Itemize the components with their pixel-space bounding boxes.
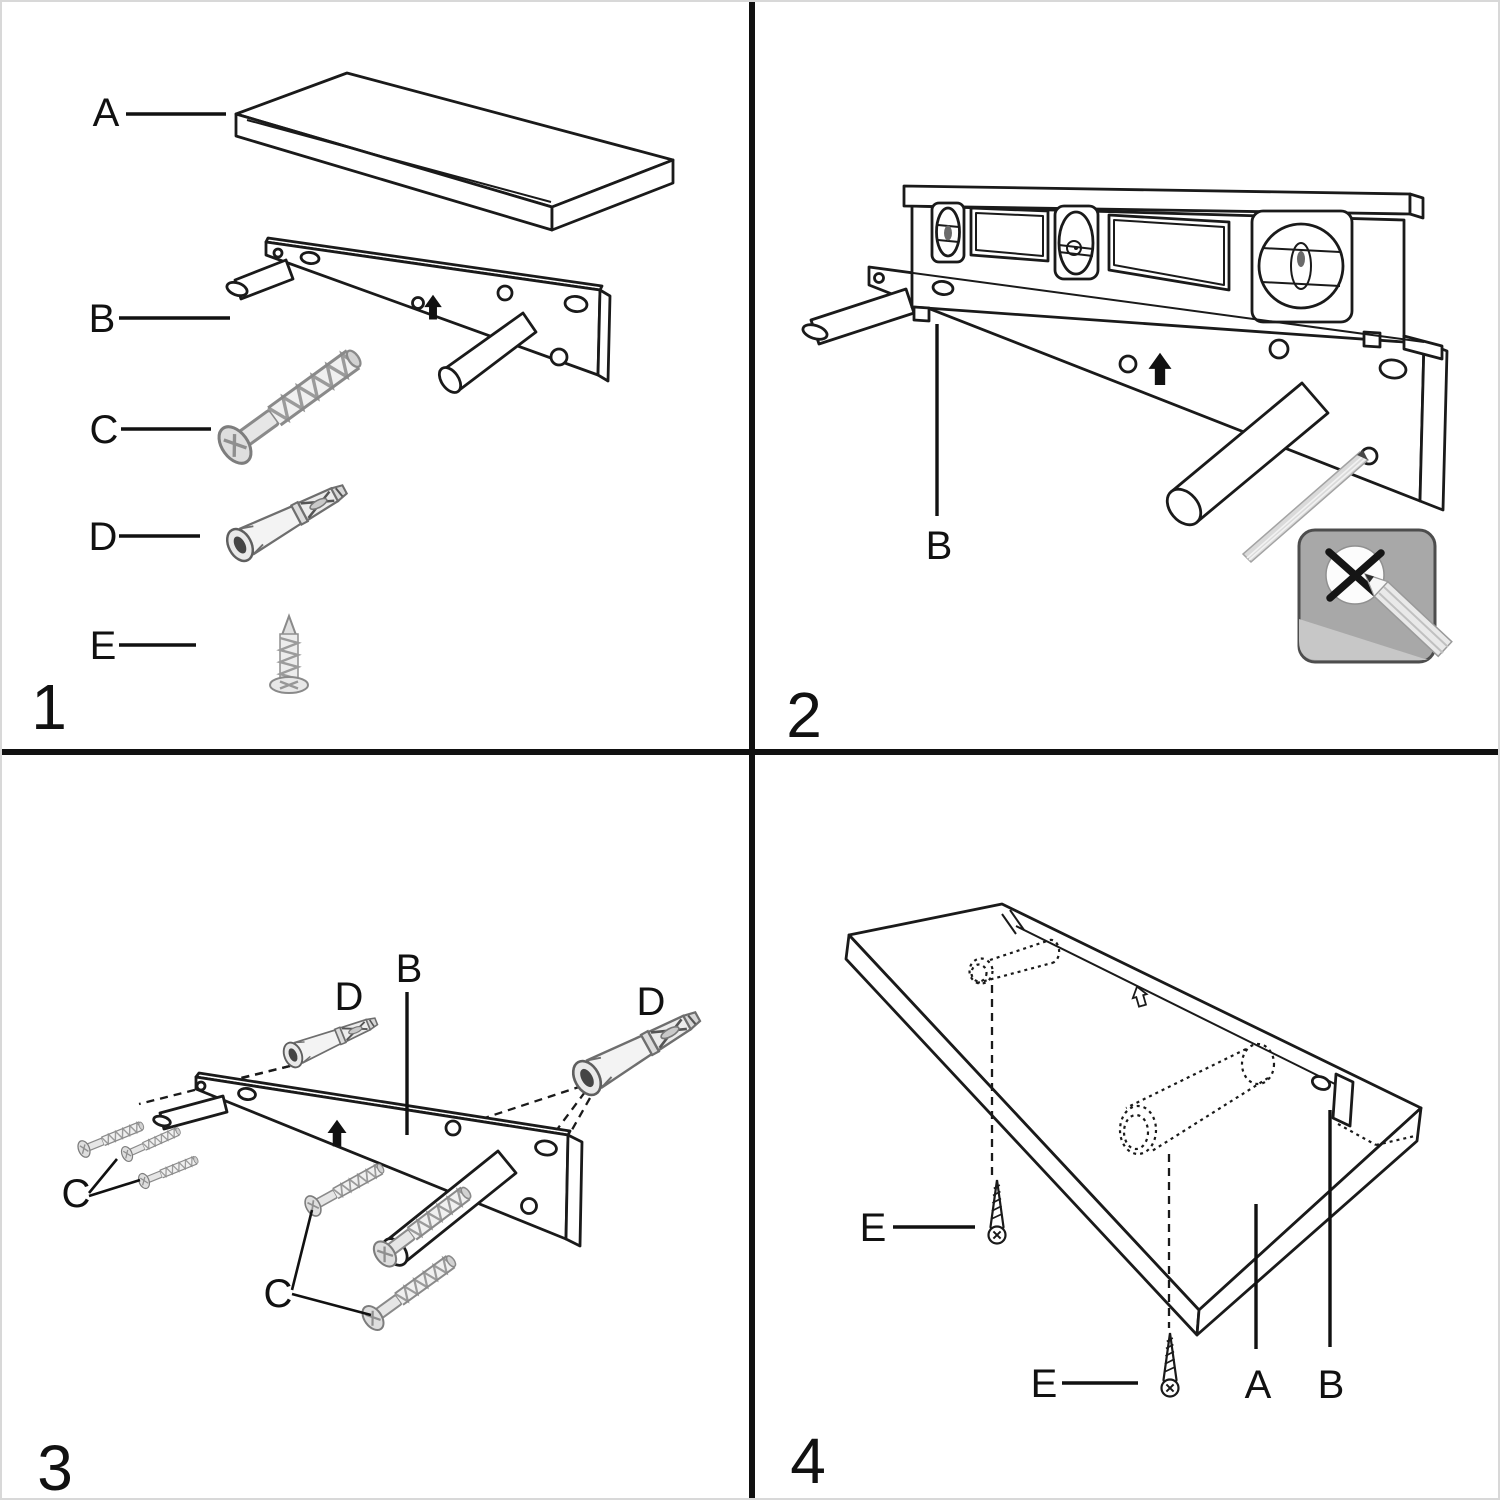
level-window-right <box>1107 213 1231 292</box>
shelf-screw-icon <box>987 1178 1007 1245</box>
bracket-rod-left <box>225 258 295 301</box>
shelf-screw-icon <box>268 614 310 695</box>
pencil-icon <box>1241 450 1370 564</box>
anchor-screw-icon <box>210 337 372 471</box>
part-label: E <box>860 1206 887 1250</box>
step-3-drawing: B D D C C 3 <box>37 947 708 1500</box>
bracket-rod-right <box>1165 381 1330 527</box>
hidden-rod-left-dotted <box>968 938 1061 985</box>
level-vial-right <box>1250 209 1354 324</box>
step-1-drawing: A B C D E 1 <box>31 71 675 743</box>
bracket-rod-left <box>152 1094 229 1131</box>
hidden-rod-right-dotted <box>1118 1042 1276 1156</box>
step-3-panel: B D D C C 3 <box>2 752 752 1500</box>
step-number: 2 <box>786 679 822 751</box>
step-4-drawing: E E A B 4 <box>790 902 1423 1497</box>
part-label: A <box>93 91 120 135</box>
part-callouts: B D D C C <box>62 947 666 1317</box>
level-vial-left <box>930 201 966 264</box>
part-label: D <box>89 515 118 559</box>
spirit-level-illustration <box>902 184 1444 361</box>
inset-pencil-icon <box>1363 573 1453 658</box>
leader-line <box>87 1158 141 1198</box>
part-label: D <box>335 975 364 1019</box>
step-1-panel: A B C D E 1 <box>2 2 752 752</box>
up-arrow-outline-icon <box>1131 985 1149 1008</box>
step-number: 4 <box>790 1425 826 1497</box>
part-callouts: A B C D E <box>89 91 230 668</box>
bracket-rod-left <box>801 287 916 346</box>
anchor-screws-left <box>75 1116 202 1191</box>
part-label: A <box>1245 1363 1272 1407</box>
leader-line <box>290 1209 372 1317</box>
part-label: B <box>396 947 423 991</box>
part-label: E <box>1031 1362 1058 1406</box>
part-label: D <box>637 980 666 1024</box>
mark-wall-inset <box>1297 528 1453 664</box>
bracket-front-details <box>868 266 1425 466</box>
level-vial-center <box>1053 204 1100 281</box>
part-label: C <box>264 1272 293 1316</box>
bracket-holes <box>195 1080 558 1215</box>
part-callouts: E E A B <box>860 1110 1345 1407</box>
part-label: B <box>1318 1363 1345 1407</box>
shelf-screw-icon <box>1160 1331 1180 1398</box>
part-label: C <box>62 1172 91 1216</box>
shelf-board-illustration <box>234 71 675 232</box>
wall-anchor-icon <box>220 473 354 567</box>
part-label: C <box>90 408 119 452</box>
wall-bracket-illustration <box>225 236 612 394</box>
step-2-drawing: B 2 <box>786 184 1453 751</box>
bracket-end-in-channel <box>1310 1072 1355 1128</box>
level-window-left <box>969 206 1050 263</box>
step-number: 3 <box>37 1432 73 1500</box>
step-4-panel: E E A B 4 <box>752 752 1498 1498</box>
step-number: 1 <box>31 671 67 743</box>
part-label: E <box>90 624 117 668</box>
bracket-holes <box>272 247 589 367</box>
shelf-underside-illustration <box>844 902 1423 1337</box>
wall-anchor-icon <box>279 1008 382 1072</box>
bracket-rod-right <box>437 311 538 394</box>
step-2-panel: B 2 <box>752 2 1498 752</box>
part-callouts: B <box>926 324 953 568</box>
part-label: B <box>926 524 953 568</box>
part-label: B <box>89 297 116 341</box>
panel-divider-horizontal <box>2 749 1498 755</box>
